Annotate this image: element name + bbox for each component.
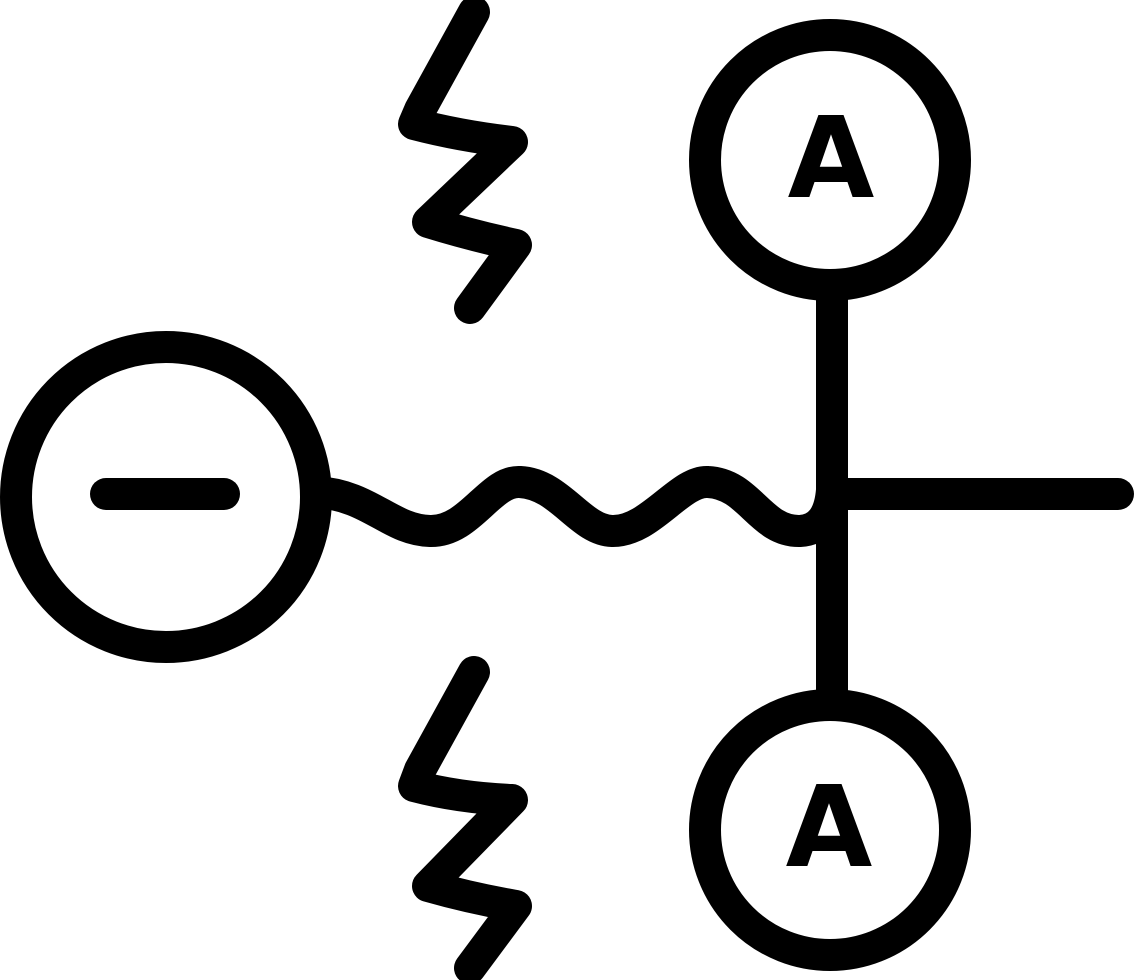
top-a-circle (689, 19, 971, 301)
lightning-bolt-icon-top (398, 0, 532, 324)
bottom-a-node: A (689, 689, 971, 971)
negative-ion-node (0, 331, 332, 663)
bottom-a-label: A (786, 763, 873, 893)
wavy-bond-line (300, 466, 848, 547)
lightning-bolt-icon-bottom (398, 656, 532, 980)
top-a-label: A (788, 94, 875, 224)
bottom-a-circle (689, 689, 971, 971)
top-a-node: A (689, 19, 971, 301)
